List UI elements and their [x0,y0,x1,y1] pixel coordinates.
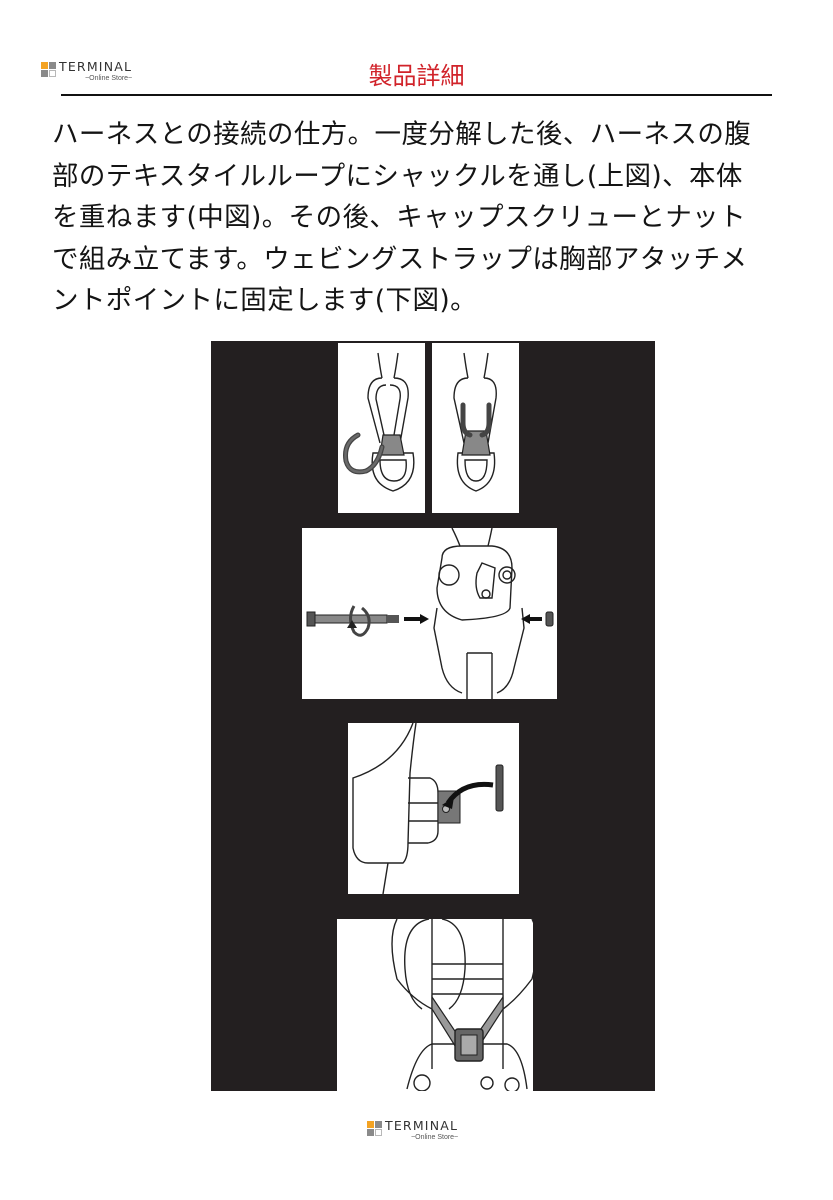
figure-screw-insertion [302,528,557,699]
logo-brand-text: TERMINAL [59,59,133,74]
description-line: を重ねます(中図)。その後、キャップスクリューとナット [52,202,746,234]
figure-shackle-open [338,343,425,513]
description-line: 部のテキスタイルループにシャックルを通し(上図)、本体 [52,160,743,192]
logo-tagline: ~Online Store~ [411,1133,459,1141]
description-line: ハーネスとの接続の仕方。一度分解した後、ハーネスの腹 [52,119,752,150]
figure-nut-tightening [348,723,519,894]
logo-tagline: ~Online Store~ [85,74,133,82]
description-line: ントポイントに固定します(下図)。 [52,285,477,317]
logo-brand-text: TERMINAL [385,1118,459,1133]
nut-tightening-icon [352,723,504,894]
page-title: 製品詳細 [368,62,465,90]
header-divider [61,94,772,96]
product-description: ハーネスとの接続の仕方。一度分解した後、ハーネスの腹 部のテキスタイルループにシ… [52,114,787,322]
description-line: で組み立てます。ウェビングストラップは胸部アタッチメ [52,243,748,275]
logo-mark-icon [367,1121,382,1136]
shackle-open-icon [343,352,415,492]
figure-shackle-closed [432,343,519,513]
webbing-chest-attachment-icon [391,919,533,1091]
shackle-closed-icon [453,352,497,492]
store-logo-footer[interactable]: TERMINAL ~Online Store~ [367,1118,459,1141]
figure-webbing-strap [337,919,533,1091]
screw-nut-assembly-icon [306,528,554,699]
assembly-illustration [211,341,655,1091]
store-logo-header[interactable]: TERMINAL ~Online Store~ [41,59,133,82]
logo-mark-icon [41,62,56,77]
